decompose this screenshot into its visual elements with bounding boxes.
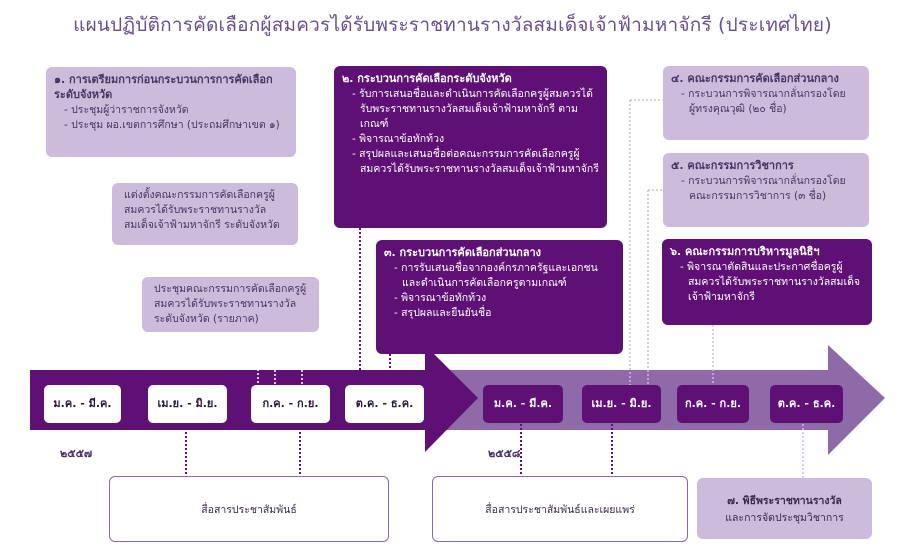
- box-step-5-item: กระบวนการพิจารณากลั่นกรองโดยคณะกรรมการวิ…: [671, 174, 861, 204]
- box-step-6-heading: ๖. คณะกรรมการบริหารมูลนิธิฯ: [670, 245, 820, 258]
- box-step-2-provincial: ๒. กระบวนการคัดเลือกระดับจังหวัด รับการเ…: [334, 66, 607, 228]
- box-step-2-item: สรุปผลและเสนอชื่อต่อคณะกรรมการคัดเลือกคร…: [342, 147, 599, 177]
- box-committee-meeting-text: ประชุมคณะกรรมการคัดเลือกครูผู้สมควรได้รั…: [154, 283, 307, 325]
- period-2558-q1: ม.ค. - มี.ค.: [483, 385, 563, 423]
- box-step-2-heading: ๒. กระบวนการคัดเลือกระดับจังหวัด: [342, 72, 512, 85]
- year-label-2557: ๒๕๕๗: [60, 447, 93, 460]
- period-2557-q3: ก.ค. - ก.ย.: [251, 385, 330, 423]
- box-step-1-heading: ๑. การเตรียมการก่อนกระบวนการการคัดเลือก …: [54, 73, 273, 101]
- box-step-1-item: ประชุมผู้ว่าราชการจังหวัด: [54, 103, 288, 118]
- box-appoint-committee: แต่งตั้งคณะกรรมการคัดเลือกครูผู้สมควรได้…: [112, 183, 298, 245]
- box-step-3-item: พิจารณาข้อทักท้วง: [384, 291, 615, 306]
- box-step-4-heading: ๔. คณะกรรมการคัดเลือกส่วนกลาง: [671, 72, 839, 85]
- box-step-5-academic-committee: ๕. คณะกรรมการวิชาการ กระบวนการพิจารณากลั…: [663, 153, 869, 227]
- period-2558-q2: เม.ย. - มิ.ย.: [582, 385, 661, 423]
- connector-lines-dark: [185, 228, 613, 476]
- page-title: แผนปฏิบัติการคัดเลือกผู้สมควรได้รับพระรา…: [73, 14, 832, 36]
- period-2557-q2: เม.ย. - มิ.ย.: [148, 385, 227, 423]
- box-step-3-item: สรุปผลและยืนยันชื่อ: [384, 306, 615, 321]
- box-step-3-central: ๓. กระบวนการคัดเลือกส่วนกลาง การรับเสนอช…: [376, 240, 623, 354]
- box-step-1-item: ประชุม ผอ.เขตการศึกษา (ประถมศึกษาเขต ๑): [54, 118, 288, 133]
- box-step-6-foundation-board: ๖. คณะกรรมการบริหารมูลนิธิฯ พิจารณาตัดสิ…: [662, 239, 872, 325]
- box-public-relations-text: สื่อสารประชาสัมพันธ์: [201, 503, 297, 516]
- box-step-4-central-committee: ๔. คณะกรรมการคัดเลือกส่วนกลาง กระบวนการพ…: [663, 66, 869, 140]
- period-2558-q4: ต.ค. - ธ.ค.: [770, 385, 843, 423]
- box-step-3-item: การรับเสนอชื่อจากองค์กรภาครัฐและเอกชนและ…: [384, 261, 615, 291]
- period-2557-q4: ต.ค. - ธ.ค.: [345, 385, 424, 423]
- box-step-2-item: พิจารณาข้อทักท้วง: [342, 132, 599, 147]
- box-step-2-item: รับการเสนอชื่อและดำเนินการคัดเลือกครูผู้…: [342, 87, 599, 132]
- box-step-4-item: กระบวนการพิจารณากลั่นกรองโดยผู้ทรงคุณวุฒ…: [671, 87, 861, 117]
- period-2557-q1: ม.ค. - มี.ค.: [44, 385, 121, 423]
- box-public-relations: สื่อสารประชาสัมพันธ์: [109, 476, 389, 542]
- connector-lines-light: [629, 99, 804, 478]
- box-step-1-preparation: ๑. การเตรียมการก่อนกระบวนการการคัดเลือก …: [46, 67, 296, 157]
- box-step-3-heading: ๓. กระบวนการคัดเลือกส่วนกลาง: [384, 246, 542, 259]
- box-step-7-award-ceremony: ๗. พิธีพระราชทานรางวัล และการจัดประชุมวิ…: [697, 478, 872, 539]
- period-2558-q3: ก.ค. - ก.ย.: [677, 385, 749, 423]
- box-appoint-committee-text: แต่งตั้งคณะกรรมการคัดเลือกครูผู้สมควรได้…: [124, 189, 280, 231]
- box-step-7-heading: ๗. พิธีพระราชทานรางวัล: [727, 494, 842, 507]
- box-committee-meeting: ประชุมคณะกรรมการคัดเลือกครูผู้สมควรได้รั…: [142, 277, 319, 332]
- box-step-6-item: พิจารณาตัดสินและประกาศชื่อครูผู้สมควรได้…: [670, 260, 864, 305]
- box-step-7-sub: และการจัดประชุมวิชาการ: [725, 511, 844, 524]
- box-step-5-heading: ๕. คณะกรรมการวิชาการ: [671, 159, 794, 172]
- box-public-relations-dissemination: สื่อสารประชาสัมพันธ์และเผยแพร่: [432, 476, 688, 542]
- year-label-2558: ๒๕๕๘: [488, 447, 521, 460]
- box-public-relations-dissemination-text: สื่อสารประชาสัมพันธ์และเผยแพร่: [485, 503, 635, 516]
